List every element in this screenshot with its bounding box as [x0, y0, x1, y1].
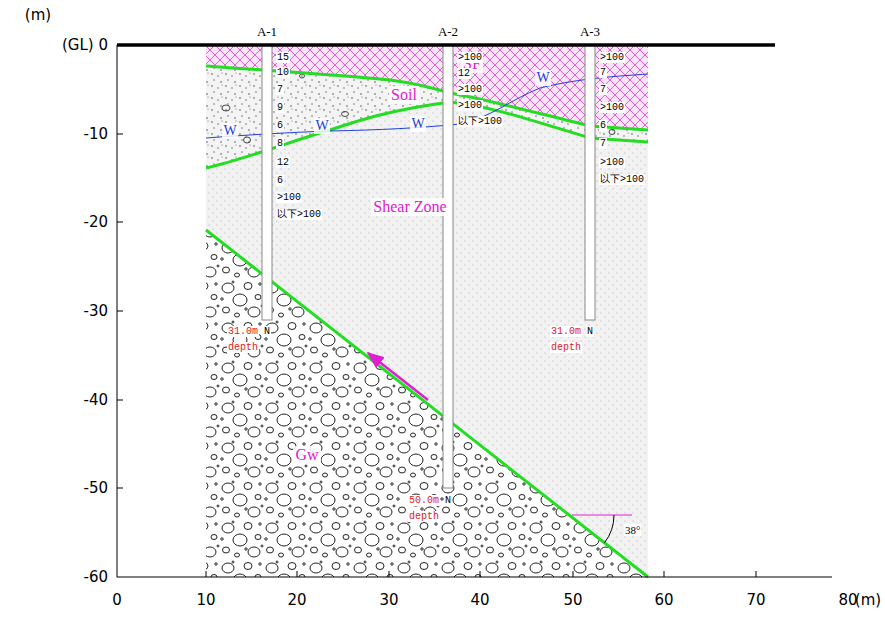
axis-tick-label: 20 [287, 592, 306, 609]
n-axis: N [586, 326, 594, 337]
dip-angle [572, 515, 632, 516]
n-value: 6 [276, 175, 284, 186]
n-axis: N [263, 326, 271, 337]
axes [117, 45, 832, 577]
n-value: >100 [457, 100, 483, 111]
axis-tick-label: (GL) 0 [62, 37, 108, 54]
n-axis: N [444, 495, 452, 506]
axis-tick-label: 30 [379, 592, 398, 609]
layer-name: Soil [389, 86, 419, 104]
depth-label: 50.0m [408, 495, 440, 506]
axis-tick-label: 50 [563, 592, 582, 609]
n-value: >100 [599, 102, 625, 113]
n-value: 6 [599, 120, 607, 131]
axis-tick-label: 60 [654, 592, 673, 609]
n-value: 7 [599, 138, 607, 149]
axis-tick-label: -20 [84, 214, 109, 231]
depth-label: 31.0m [550, 326, 582, 337]
water-mark: W [314, 118, 329, 133]
n-value: 9 [276, 102, 284, 113]
axis-tick-label: 80 [838, 592, 857, 609]
n-value: 6 [276, 120, 284, 131]
n-value: 12 [457, 68, 471, 79]
axis-tick-label: -40 [84, 392, 109, 409]
angle-label: 38° [624, 524, 641, 536]
n-value: >100 [599, 157, 625, 168]
depth-label: depth [408, 511, 440, 522]
axis-tick-label: 40 [470, 592, 489, 609]
axis-tick-label: -60 [84, 569, 109, 586]
n-value: 以下>100 [276, 209, 322, 220]
n-value: 以下>100 [599, 174, 645, 185]
n-value: 7 [599, 67, 607, 78]
n-value: >100 [457, 84, 483, 95]
water-mark: W [410, 116, 425, 131]
n-value: 7 [276, 84, 284, 95]
n-value: >100 [599, 52, 625, 63]
borehole-name: A-2 [438, 25, 458, 39]
n-value: >100 [457, 52, 483, 63]
axis-tick-label: 70 [746, 592, 765, 609]
axis-tick-label: -50 [84, 480, 109, 497]
dip-arc [605, 515, 615, 543]
axis-tick-label: -30 [84, 303, 109, 320]
water-mark: W [535, 70, 550, 85]
n-value: 10 [276, 67, 290, 78]
depth-label: 31.0m [227, 326, 259, 337]
axis-tick-label: -10 [84, 126, 109, 143]
n-value: 7 [599, 84, 607, 95]
axis-unit: (m) [25, 7, 51, 24]
n-value: 8 [276, 138, 284, 149]
n-value: 12 [276, 157, 290, 168]
boreholes [262, 45, 595, 488]
n-value: >100 [276, 192, 302, 203]
n-value: 15 [276, 52, 290, 63]
borehole-name: A-1 [257, 25, 277, 39]
layer-name: Gw [293, 446, 320, 464]
slip-arrow [368, 353, 428, 400]
n-value: 以下>100 [457, 116, 503, 127]
axis-tick-label: 0 [112, 592, 122, 609]
axis-tick-label: 10 [196, 592, 215, 609]
depth-label: depth [227, 342, 259, 353]
water-mark: W [222, 123, 237, 138]
axis-unit: (m) [855, 592, 881, 609]
depth-label: depth [550, 342, 582, 353]
layer-name: Shear Zone [371, 198, 448, 216]
borehole-name: A-3 [580, 25, 600, 39]
